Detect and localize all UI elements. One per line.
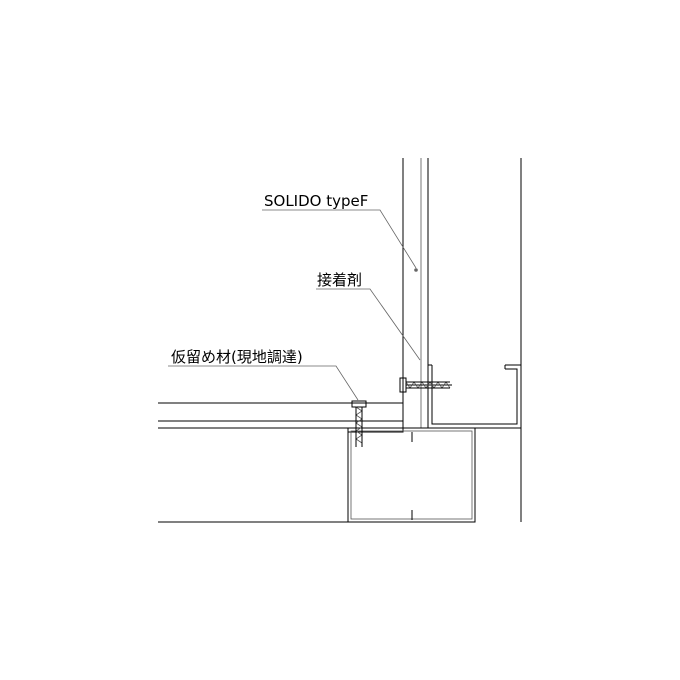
horizontal-panel bbox=[158, 402, 403, 523]
label-temporary-fixing: 仮留め材(現地調達) bbox=[171, 348, 303, 366]
leader-lines bbox=[168, 209, 421, 401]
corner-profile bbox=[348, 364, 522, 433]
label-solido-typef: SOLIDO typeF bbox=[264, 192, 368, 210]
square-tube bbox=[347, 427, 521, 523]
vertical-screw-icon bbox=[351, 400, 367, 447]
label-adhesive: 接着剤 bbox=[317, 271, 362, 289]
horizontal-screw-icon bbox=[399, 377, 452, 393]
vertical-panel bbox=[402, 158, 522, 522]
